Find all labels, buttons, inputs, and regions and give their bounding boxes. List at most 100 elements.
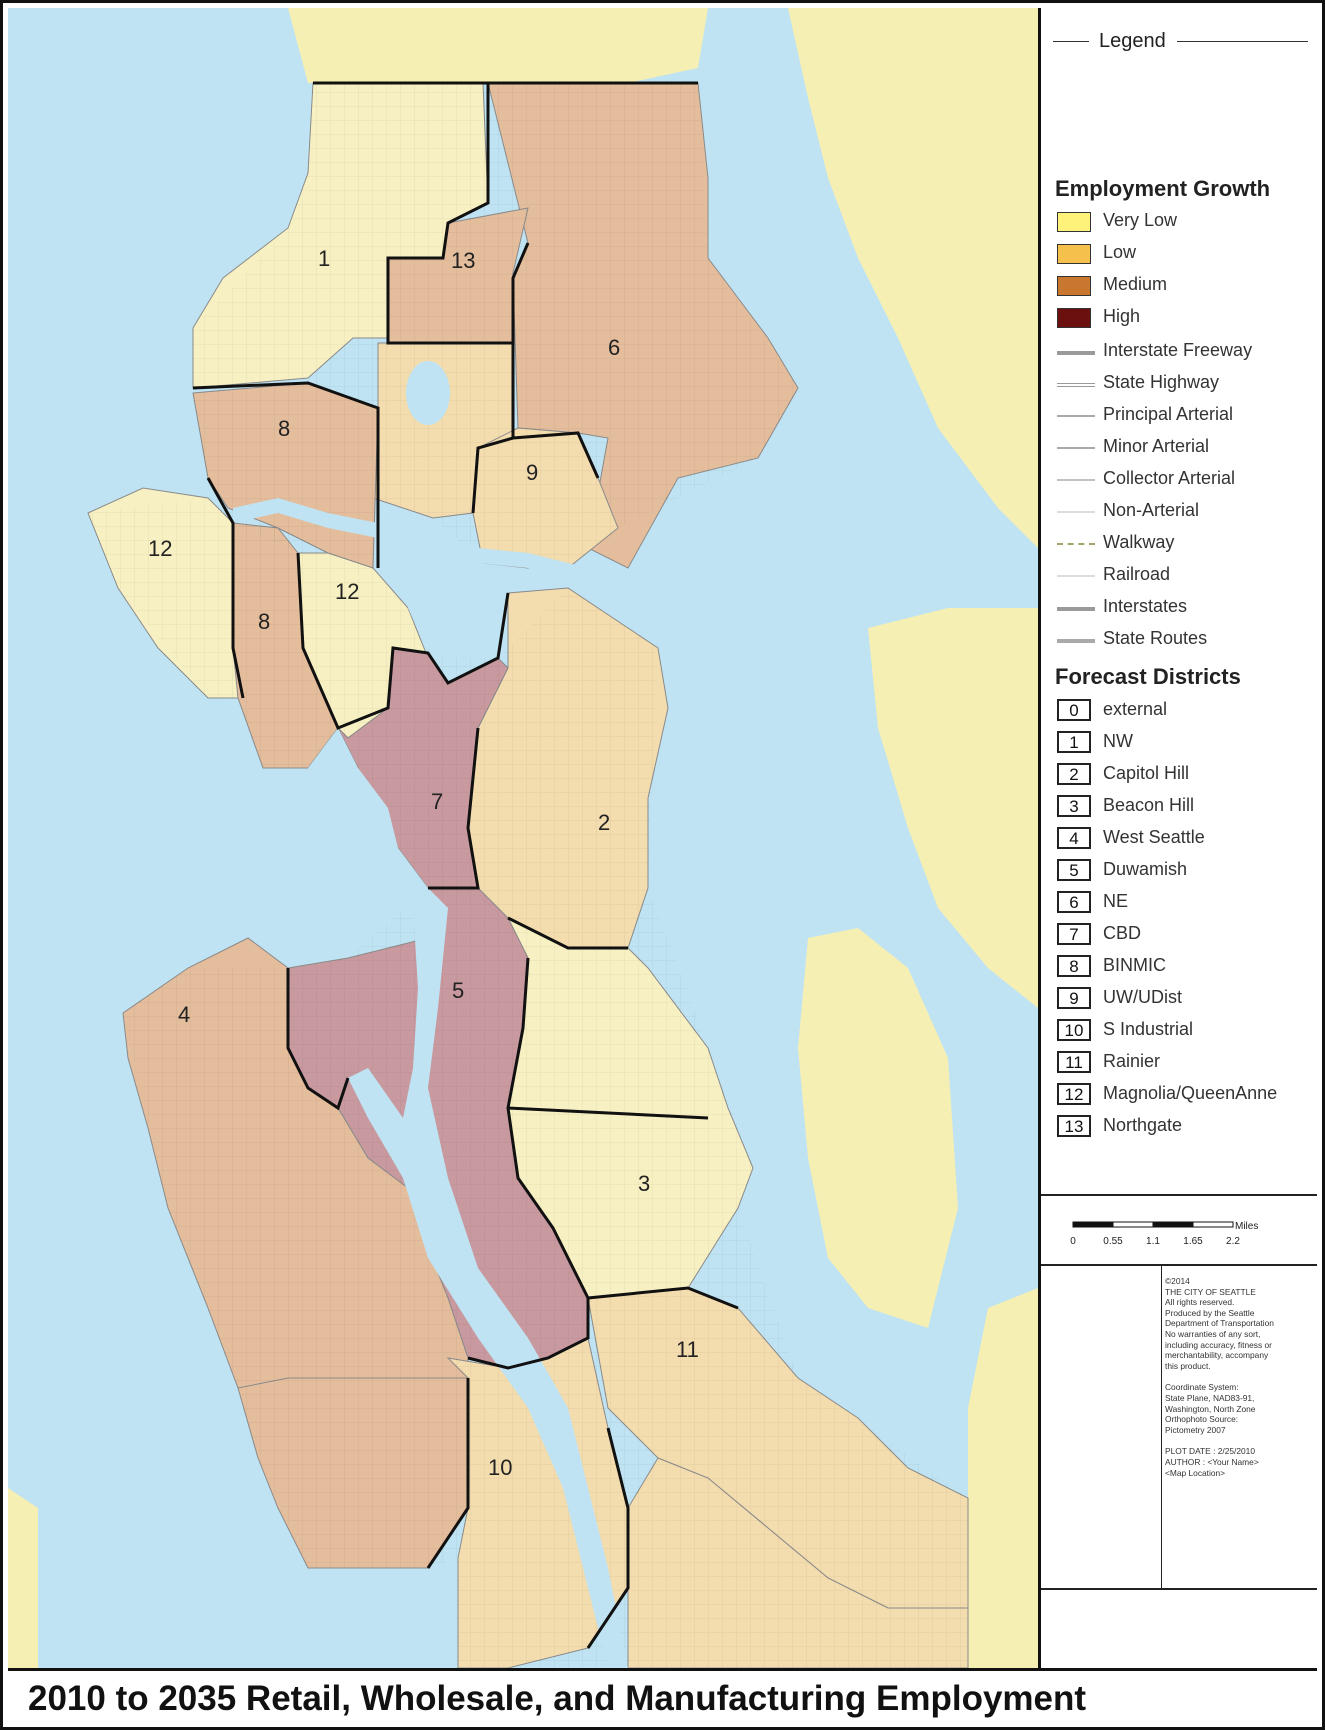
- legend-item-label: S Industrial: [1103, 1019, 1194, 1039]
- info-line: including accuracy, fitness or: [1165, 1339, 1272, 1350]
- line-swatch: [1057, 351, 1095, 355]
- line-type-item: Collector Arterial: [1057, 467, 1317, 493]
- legend-item-label: Medium: [1103, 274, 1168, 294]
- line-type-item: Walkway: [1057, 531, 1317, 557]
- legend-item-label: Low: [1103, 242, 1137, 262]
- scale-tick-label: 0.55: [1103, 1236, 1123, 1247]
- info-line: Washington, North Zone: [1165, 1403, 1256, 1414]
- line-swatch: [1057, 479, 1095, 481]
- legend-item-label: Very Low: [1103, 210, 1178, 230]
- district-label-3: 3: [638, 1171, 650, 1196]
- scale-tick-label: 0: [1070, 1236, 1076, 1247]
- legend-item-label: Interstate Freeway: [1103, 340, 1253, 360]
- legend-item-label: Duwamish: [1103, 859, 1188, 879]
- legend-item-label: Interstates: [1103, 596, 1188, 616]
- scale-tick-label: 1.1: [1146, 1236, 1160, 1247]
- legend-item-label: Northgate: [1103, 1115, 1183, 1135]
- scale-segment: [1072, 1221, 1114, 1228]
- legend-item-label: Railroad: [1103, 564, 1171, 584]
- district-label-9: 9: [526, 460, 538, 485]
- legend-title-row: Legend: [1053, 30, 1308, 53]
- forecast-district-item: 4 West Seattle: [1057, 826, 1317, 852]
- info-line: Pictometry 2007: [1165, 1424, 1226, 1435]
- scale-unit-label: Miles: [1235, 1221, 1258, 1232]
- district-label-5: 5: [452, 978, 464, 1003]
- map-svg: 1 13 6 8 9 12 12 8 7 2 5 4 3 11 10: [8, 8, 1038, 1668]
- forecast-district-item: 13 Northgate: [1057, 1114, 1317, 1140]
- legend-item-label: Non-Arterial: [1103, 500, 1200, 520]
- district-label-10: 10: [488, 1455, 512, 1480]
- district-number-box: 13: [1057, 1115, 1091, 1137]
- legend-title-rule-left: [1053, 41, 1089, 42]
- growth-item: Medium: [1057, 273, 1317, 299]
- street-grid: [88, 83, 968, 1668]
- legend-divider: [1041, 1194, 1317, 1196]
- district-number-box: 4: [1057, 827, 1091, 849]
- scale-tick-label: 1.65: [1183, 1236, 1203, 1247]
- line-swatch: [1057, 639, 1095, 643]
- scale-segment: [1112, 1221, 1154, 1228]
- info-line: Produced by the Seattle: [1165, 1307, 1255, 1318]
- info-line: this product.: [1165, 1360, 1211, 1371]
- info-line: AUTHOR : <Your Name>: [1165, 1456, 1259, 1467]
- line-type-item: State Highway: [1057, 371, 1317, 397]
- legend-item-label: State Routes: [1103, 628, 1208, 648]
- info-line: All rights reserved.: [1165, 1297, 1235, 1308]
- info-line: No warranties of any sort,: [1165, 1328, 1261, 1339]
- forecast-district-item: 6 NE: [1057, 890, 1317, 916]
- district-label-2: 2: [598, 810, 610, 835]
- forecast-district-item: 5 Duwamish: [1057, 858, 1317, 884]
- line-swatch: [1057, 511, 1095, 513]
- district-label-11: 11: [676, 1337, 699, 1362]
- legend-item-label: BINMIC: [1103, 955, 1166, 975]
- info-line: merchantability, accompany: [1165, 1350, 1269, 1361]
- legend-item-label: State Highway: [1103, 372, 1220, 392]
- employment-growth-heading: Employment Growth: [1055, 176, 1271, 201]
- legend-title-rule-right: [1177, 41, 1308, 42]
- growth-item: High: [1057, 305, 1317, 331]
- title-bar: 2010 to 2035 Retail, Wholesale, and Manu…: [8, 1668, 1317, 1726]
- info-line: Coordinate System:: [1165, 1382, 1239, 1393]
- legend-divider: [1041, 1588, 1317, 1590]
- district-label-6: 6: [608, 335, 620, 360]
- info-line: <Map Location>: [1165, 1467, 1226, 1478]
- district-label-8-north: 8: [278, 416, 290, 441]
- district-number-box: 5: [1057, 859, 1091, 881]
- district-label-1: 1: [318, 246, 330, 271]
- scale-tick-label: 2.2: [1226, 1236, 1240, 1247]
- line-swatch: [1057, 415, 1095, 417]
- growth-swatch: [1057, 244, 1091, 264]
- district-label-8-south: 8: [258, 609, 270, 634]
- line-swatch: [1057, 607, 1095, 611]
- line-swatch: [1057, 543, 1095, 545]
- info-line: PLOT DATE : 2/25/2010: [1165, 1446, 1256, 1457]
- district-boundaries: [192, 81, 739, 1649]
- legend-item-label: West Seattle: [1103, 827, 1205, 847]
- district-label-13: 13: [451, 248, 475, 273]
- scale-bar: 0 0.55 1.1 1.65 2.2 Miles: [1070, 1221, 1258, 1247]
- legend-item-label: Beacon Hill: [1103, 795, 1195, 815]
- legend-item-label: external: [1103, 699, 1168, 719]
- scale-segment: [1192, 1221, 1234, 1228]
- info-line: State Plane, NAD83-91,: [1165, 1392, 1255, 1403]
- legend-item-label: Minor Arterial: [1103, 436, 1210, 456]
- scale-segment: [1152, 1221, 1194, 1228]
- legend-item-label: NE: [1103, 891, 1129, 911]
- legend-item-label: High: [1103, 306, 1141, 326]
- info-line: THE CITY OF SEATTLE: [1165, 1286, 1256, 1297]
- district-number-box: 6: [1057, 891, 1091, 913]
- legend-item-label: Walkway: [1103, 532, 1175, 552]
- legend-item-label: CBD: [1103, 923, 1142, 943]
- legend-item-label: Principal Arterial: [1103, 404, 1234, 424]
- district-label-12-east: 12: [335, 579, 359, 604]
- line-type-item: Minor Arterial: [1057, 435, 1317, 461]
- legend-item-label: UW/UDist: [1103, 987, 1182, 1007]
